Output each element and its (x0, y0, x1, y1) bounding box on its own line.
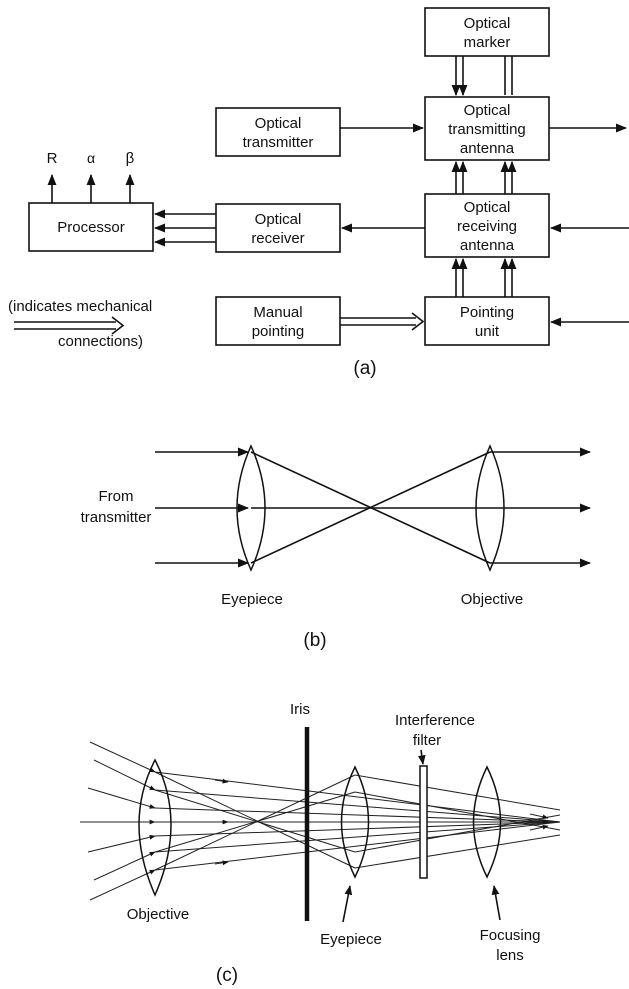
transmitting-antenna-label-3: antenna (460, 140, 515, 157)
receiving-antenna-label-2: receiving (457, 218, 517, 235)
receiving-antenna-label-3: antenna (460, 237, 515, 254)
receiving-antenna-label-1: Optical (464, 199, 511, 216)
processor-box: Processor (28, 202, 154, 252)
manual-to-pointing-mechanical-arrow (340, 312, 425, 331)
interference-filter (419, 765, 428, 879)
focusing-lens (472, 765, 502, 879)
optical-transmitting-antenna-box: Optical transmitting antenna (424, 96, 550, 161)
receiver-to-processor-arrows (153, 209, 216, 247)
interference-filter-label-1: Interference (395, 712, 475, 729)
interference-filter-label-2: filter (413, 732, 441, 749)
optical-receiver-box: Optical receiver (215, 203, 341, 253)
caption-c: (c) (216, 965, 238, 986)
manual-pointing-box: Manual pointing (215, 296, 341, 346)
focusing-lens-label-1: Focusing (480, 927, 541, 944)
panel-b-telescope: From transmitter Eyepiece Objective (b) (81, 444, 592, 651)
optical-marker-box: Optical marker (424, 7, 550, 57)
optical-transmitter-label-2: transmitter (243, 134, 314, 151)
objective-label-b: Objective (461, 591, 524, 608)
processor-label: Processor (57, 219, 125, 236)
optical-receiver-label-1: Optical (255, 211, 302, 228)
eyepiece-lens-c (340, 765, 370, 879)
optical-marker-label-2: marker (464, 34, 511, 51)
optical-transmitter-label-1: Optical (255, 115, 302, 132)
incoming-rays (155, 447, 250, 568)
manual-pointing-label-1: Manual (253, 304, 302, 321)
optical-transmitter-box: Optical transmitter (215, 107, 341, 157)
legend-text-1: (indicates mechanical (8, 298, 152, 315)
transmitting-antenna-label-2: transmitting (448, 121, 526, 138)
panel-a-block-diagram: Optical marker Optical transmitting ante… (8, 7, 629, 379)
iris-label: Iris (290, 701, 310, 718)
mechanical-legend: (indicates mechanical connections) (8, 298, 152, 350)
legend-text-2: connections) (58, 333, 143, 350)
mechanical-connections-vertical (451, 56, 517, 297)
from-transmitter-label-1: From (99, 488, 134, 505)
eyepiece-lens (236, 444, 266, 572)
from-transmitter-label-2: transmitter (81, 509, 152, 526)
optical-marker-label-1: Optical (464, 15, 511, 32)
eyepiece-label-c: Eyepiece (320, 931, 382, 948)
optical-receiving-antenna-box: Optical receiving antenna (424, 193, 550, 258)
focusing-lens-label-2: lens (496, 947, 524, 964)
optical-receiver-label-2: receiver (251, 230, 304, 247)
transmitting-antenna-label-1: Optical (464, 102, 511, 119)
pointing-unit-label-2: unit (475, 323, 500, 340)
manual-pointing-label-2: pointing (252, 323, 305, 340)
pointing-unit-label-1: Pointing (460, 304, 514, 321)
focusing-lens-pointer-arrow (491, 885, 501, 921)
ray-arrowheads-c (214, 778, 549, 866)
output-alpha-label: α (87, 150, 95, 166)
output-r-label: R (47, 150, 58, 167)
caption-b: (b) (303, 630, 326, 651)
pointing-unit-box: Pointing unit (424, 296, 550, 346)
filter-pointer-arrow (417, 749, 426, 765)
panel-c-receiver-optics: Iris Interference filter Objective Eyepi… (80, 701, 561, 986)
caption-a: (a) (353, 358, 376, 379)
eyepiece-label-b: Eyepiece (221, 591, 283, 608)
objective-lens-c (138, 758, 172, 897)
outgoing-rays (490, 447, 592, 568)
objective-lens (475, 444, 505, 572)
objective-label-c: Objective (127, 906, 190, 923)
output-beta-label: β (126, 150, 135, 167)
processor-output-arrows: R α β (47, 150, 135, 203)
converging-rays (250, 451, 491, 564)
eyepiece-pointer-arrow (342, 885, 353, 923)
